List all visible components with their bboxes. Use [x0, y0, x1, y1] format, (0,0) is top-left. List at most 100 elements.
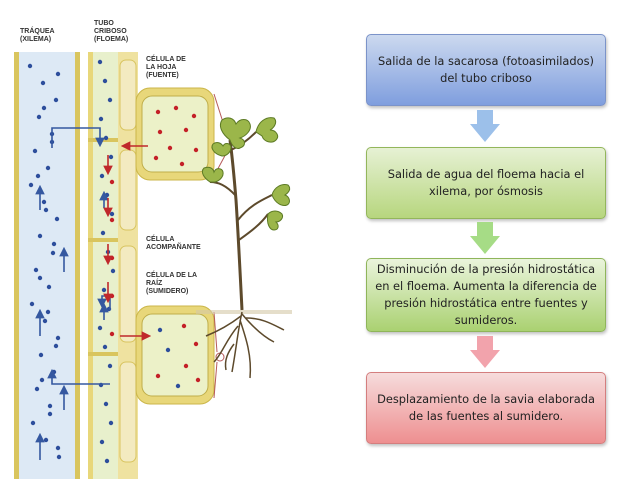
sugar-dot — [157, 129, 163, 135]
sugar-dot — [191, 113, 197, 119]
water-dot — [37, 275, 43, 281]
water-dot — [43, 207, 49, 213]
step-box-1: Salida de la sacarosa (fotoasimilados) d… — [366, 34, 606, 106]
water-dot — [102, 344, 108, 350]
trachea-label: TRÁQUEA (XILEMA) — [20, 28, 55, 44]
down-arrow-icon — [470, 336, 500, 368]
sugar-dot — [183, 127, 189, 133]
sugar-dot — [153, 155, 159, 161]
water-dot — [108, 154, 114, 160]
water-dot — [108, 420, 114, 426]
down-arrow-icon — [470, 110, 500, 142]
water-dot — [104, 458, 110, 464]
sugar-dot — [179, 161, 185, 167]
water-dot — [53, 343, 59, 349]
sieve-tube-label: TUBO CRIBOSO (FLOEMA) — [94, 20, 128, 44]
water-dot — [97, 59, 103, 65]
water-dot — [103, 401, 109, 407]
water-dot — [107, 97, 113, 103]
water-dot — [47, 411, 53, 417]
water-dot — [175, 383, 181, 389]
down-arrow-icon — [470, 222, 500, 254]
water-dot — [99, 439, 105, 445]
water-dot — [40, 80, 46, 86]
plant-illustration — [196, 117, 292, 379]
water-dot — [37, 233, 43, 239]
sugar-dot — [183, 363, 189, 369]
step-box-4: Desplazamiento de la savia elaborada de … — [366, 372, 606, 444]
water-dot — [55, 335, 61, 341]
water-dot — [55, 445, 61, 451]
water-flow-arrows — [35, 127, 111, 460]
step-text-2: Salida de agua del floema hacia el xilem… — [387, 167, 585, 198]
root-connector-line — [213, 361, 218, 399]
water-dot — [103, 135, 109, 141]
root-sink-cell — [135, 305, 215, 405]
water-dot — [35, 173, 41, 179]
leaf-sugar-dots — [153, 105, 199, 167]
leaf-cell-label-line2: LA HOJA — [146, 64, 177, 71]
water-dot — [39, 377, 45, 383]
water-dot — [102, 78, 108, 84]
sieve-tube-label-line1: TUBO — [94, 20, 114, 27]
water-dot — [55, 71, 61, 77]
water-dot — [109, 211, 115, 217]
xylem-water-dots — [27, 63, 62, 460]
water-dot — [51, 241, 57, 247]
phloem-transport-illustration — [14, 52, 292, 479]
sugar-dot — [193, 341, 199, 347]
sugar-flow-arrows — [103, 141, 152, 341]
water-dot — [104, 192, 110, 198]
water-dot — [43, 437, 49, 443]
water-dot — [165, 347, 171, 353]
water-dot — [30, 420, 36, 426]
water-dot — [46, 284, 52, 290]
water-dot — [45, 165, 51, 171]
sugar-dot — [193, 147, 199, 153]
xylem-label-line: (XILEMA) — [20, 36, 52, 43]
water-dot — [98, 116, 104, 122]
water-dot — [157, 327, 163, 333]
companion-cells — [118, 52, 138, 479]
water-dot — [36, 114, 42, 120]
water-dot — [54, 216, 60, 222]
water-dot — [41, 105, 47, 111]
sieve-tube-label-line2: CRIBOSO — [94, 28, 127, 35]
root-cell-label-line2: RAÍZ — [146, 280, 163, 287]
sugar-dot — [195, 377, 201, 383]
companion-cell-label: CÉLULA ACOMPAÑANTE — [146, 236, 201, 252]
water-dot — [110, 268, 116, 274]
sugar-dot — [109, 217, 115, 223]
sugar-dot — [109, 179, 115, 185]
xylem-vessel — [14, 52, 80, 479]
leaf-cell-label-line3: (FUENTE) — [146, 72, 179, 79]
step-text-1: Salida de la sacarosa (fotoasimilados) d… — [377, 54, 594, 85]
step-text-4: Desplazamiento de la savia elaborada de … — [377, 392, 595, 423]
companion-cell-label-line2: ACOMPAÑANTE — [146, 244, 201, 251]
water-dot — [33, 267, 39, 273]
water-dot — [41, 199, 47, 205]
root-cell-label-line1: CÉLULA DE LA — [146, 272, 198, 279]
root-cell-label: CÉLULA DE LA RAÍZ (SUMIDERO) — [146, 272, 197, 296]
sugar-dot — [167, 145, 173, 151]
companion-cell-label-line1: CÉLULA — [146, 236, 175, 243]
water-dot — [107, 363, 113, 369]
water-dot — [38, 352, 44, 358]
water-dot — [28, 182, 34, 188]
leaf-cell-label: CÉLULA DE LA HOJA (FUENTE) — [146, 56, 186, 80]
water-dot — [100, 230, 106, 236]
water-dot — [42, 318, 48, 324]
sugar-dot — [155, 373, 161, 379]
water-dot — [45, 309, 51, 315]
water-dot — [53, 97, 59, 103]
sugar-dot — [181, 323, 187, 329]
water-dot — [97, 325, 103, 331]
water-dot — [34, 386, 40, 392]
water-dot — [32, 148, 38, 154]
water-dot — [56, 454, 62, 460]
water-dot — [99, 173, 105, 179]
step-text-3: Disminución de la presión hidrostática e… — [375, 262, 597, 327]
water-dot — [27, 63, 33, 69]
water-dot — [47, 403, 53, 409]
leaf-cell-label-line1: CÉLULA DE — [146, 56, 186, 63]
